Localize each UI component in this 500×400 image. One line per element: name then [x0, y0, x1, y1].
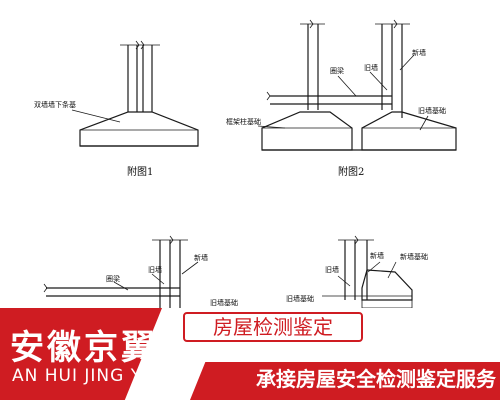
fig4-label-old-wall: 旧墙 — [325, 265, 339, 274]
fig2-leader-new — [399, 54, 415, 71]
fig3-label-old-foundation: 旧墙基础 — [210, 298, 238, 307]
fig2-leader-old — [369, 71, 388, 91]
fig4-new-footing — [361, 269, 413, 301]
fig3-label-old-wall: 旧墙 — [148, 265, 162, 274]
figure-1: 双墙墙下条基 附图1 — [34, 40, 199, 178]
fig1-label-strip-foundation: 双墙墙下条基 — [34, 100, 76, 109]
fig4-label-old-foundation: 旧墙基础 — [286, 294, 314, 303]
fig2-footings — [261, 111, 457, 151]
fig1-caption: 附图1 — [127, 165, 153, 178]
fig2-leader-col — [257, 125, 286, 129]
fig4-label-new-foundation: 新墙基础 — [400, 252, 428, 261]
fig4-label-new-wall: 新墙 — [370, 251, 384, 260]
service-tag: 房屋检测鉴定 — [183, 312, 363, 342]
fig4-footing-hatch — [361, 299, 413, 309]
figure-2: 圈梁 旧墙 新墙 框架柱基础 旧墙基础 附图2 — [226, 19, 457, 178]
service-slogan: 承接房屋安全检测鉴定服务 — [256, 367, 496, 391]
fig2-label-frame-column: 框架柱基础 — [226, 117, 261, 126]
figure-3: 圈梁 旧墙 新墙 旧墙基础 — [43, 235, 238, 308]
fig2-leader-found — [419, 115, 429, 131]
fig2-columns — [300, 19, 410, 118]
brand-name-english: AN HUI JING YI — [12, 366, 149, 386]
fig2-leader-beam — [337, 75, 357, 97]
fig3-label-ring-beam: 圈梁 — [106, 274, 120, 283]
fig2-label-ring-beam: 圈梁 — [330, 66, 344, 75]
fig3-label-new-wall: 新墙 — [194, 253, 208, 262]
fig1-walls — [120, 40, 160, 112]
fig2-label-old-wall: 旧墙 — [364, 63, 378, 72]
fig1-footing — [79, 111, 199, 147]
fig2-caption: 附图2 — [338, 165, 364, 178]
fig2-label-new-wall: 新墙 — [412, 48, 426, 57]
fig1-leader — [71, 109, 121, 123]
fig2-label-old-foundation: 旧墙基础 — [418, 106, 446, 115]
fig2-ring-beam — [266, 91, 392, 105]
figure-4: 旧墙 新墙 新墙基础 旧墙基础 — [286, 235, 428, 309]
brand-name-chinese: 安徽京翼 — [10, 328, 158, 368]
